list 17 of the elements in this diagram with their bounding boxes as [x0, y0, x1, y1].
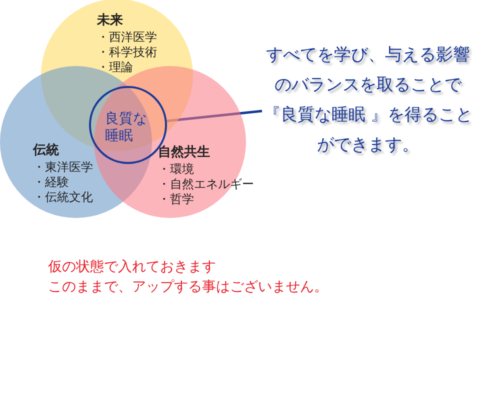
- note-text: このままで、アップする事はございません。: [48, 278, 328, 297]
- circle-heading: 伝統: [33, 142, 59, 159]
- circle-heading: 未来: [97, 12, 123, 29]
- note-text: 仮の状態で入れておきます: [48, 258, 217, 277]
- list-item: ・哲学: [158, 191, 194, 207]
- list-item: ・自然エネルギー: [158, 176, 254, 192]
- list-item: ・西洋医学: [97, 29, 157, 45]
- callout-text: すべてを学び、与える影響のバランスを取ることで『良質な睡眠 』を得ることができます。: [262, 44, 474, 157]
- list-item: ・科学技術: [97, 44, 157, 60]
- list-item: ・東洋医学: [33, 159, 93, 175]
- list-item: ・経験: [33, 174, 69, 190]
- circle-heading: 自然共生: [158, 144, 210, 161]
- list-item: ・理論: [97, 59, 133, 75]
- list-item: ・伝統文化: [33, 189, 93, 205]
- circle-label: 良質な睡眠: [105, 111, 148, 145]
- leader-line: [166, 110, 262, 122]
- list-item: ・環境: [158, 161, 194, 177]
